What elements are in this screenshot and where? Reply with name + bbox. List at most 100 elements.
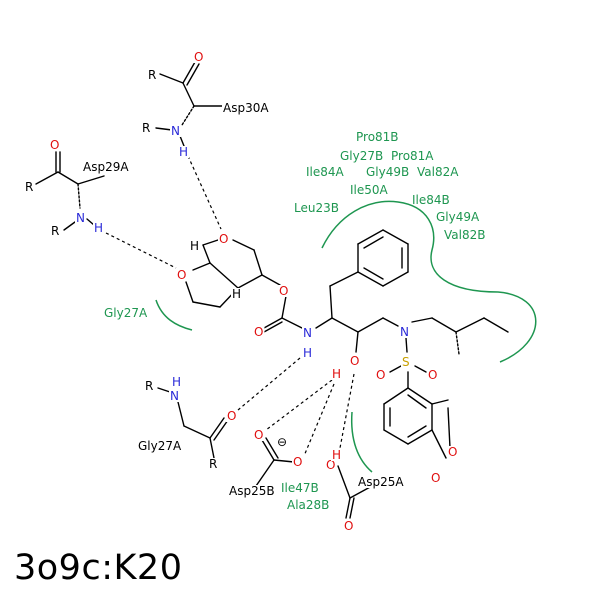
hbond-asp29a-o <box>105 232 177 269</box>
hydrophobic-arc-asp25a <box>350 411 373 473</box>
nitrogen-atom-label: N <box>400 325 409 339</box>
hydrogen-atom-label: H <box>303 346 312 360</box>
hydrophobic-arcs <box>155 200 537 473</box>
oxygen-atom-label: O <box>326 458 335 472</box>
sulfur-atom-label: S <box>402 355 410 369</box>
label-knockout <box>357 476 406 488</box>
label-knockout <box>343 520 355 532</box>
oxygen-atom-label: O <box>219 232 228 246</box>
residue-label-ile84a: Ile84A <box>306 165 345 179</box>
label-knockout <box>189 240 201 252</box>
label-knockout <box>144 380 155 392</box>
label-knockout <box>75 212 86 224</box>
residue-label-leu23b: Leu23B <box>294 201 339 215</box>
hbond-oh-asp25a <box>339 373 355 449</box>
oxygen-atom-label: O <box>254 428 263 442</box>
oxygen-atom-label: O <box>431 471 440 485</box>
structure-id-caption: 3o9c:K20 <box>14 548 183 588</box>
oxygen-atom-label: O <box>428 368 437 382</box>
residue-label-ala28b: Ala28B <box>287 498 329 512</box>
label-knockout <box>49 139 61 151</box>
label-knockout <box>399 326 410 338</box>
label-knockout <box>147 69 158 81</box>
hydrogen-atom-label: H <box>94 221 103 235</box>
residue-label-ile47b: Ile47B <box>281 481 319 495</box>
label-knockout <box>228 485 276 497</box>
label-knockout <box>170 125 181 137</box>
label-knockout <box>430 472 442 484</box>
hbond-oh-asp25b-2 <box>303 383 335 457</box>
negative-charge-label: ⊖ <box>277 435 287 449</box>
hydrogen-atom-label: H <box>232 287 241 301</box>
hydrogen-atom-label: H <box>179 145 188 159</box>
label-knockout <box>208 458 219 470</box>
residue-label-gly49a: Gly49A <box>436 210 480 224</box>
label-knockout <box>302 347 314 359</box>
label-knockout <box>50 225 61 237</box>
residue-label-gly27a-contact: Gly27A <box>104 306 148 320</box>
label-knockout <box>169 390 180 402</box>
residue-label-asp30a: Asp30A <box>223 101 269 115</box>
oxygen-atom-label: O <box>376 368 385 382</box>
hbond-nh-gly27a <box>237 357 301 411</box>
r-group-label: R <box>209 457 217 471</box>
hydrogen-bonds <box>105 155 355 457</box>
label-knockout <box>137 440 184 452</box>
label-knockout <box>193 51 205 63</box>
label-knockout <box>253 326 265 338</box>
residue-label-gly27a: Gly27A <box>138 439 182 453</box>
label-knockout <box>447 446 459 458</box>
label-knockout <box>82 161 131 173</box>
label-knockout <box>331 449 343 461</box>
r-group-label: R <box>25 180 33 194</box>
label-knockout <box>427 369 439 381</box>
hydrophobic-arc-gly27a <box>155 299 193 331</box>
residue-label-asp25a: Asp25A <box>358 475 404 489</box>
r-group-label: R <box>148 68 156 82</box>
label-knockout <box>93 222 105 234</box>
residue-label-gly49b: Gly49B <box>366 165 409 179</box>
hydrophobic-arc-main <box>321 200 537 363</box>
residue-label-asp29a: Asp29A <box>83 160 129 174</box>
nitrogen-atom-label: N <box>303 326 312 340</box>
r-group-label: R <box>51 224 59 238</box>
label-knockout <box>401 356 411 368</box>
r-group-label: R <box>142 121 150 135</box>
oxygen-atom-label: O <box>254 325 263 339</box>
label-knockout <box>226 410 238 422</box>
residue-label-ile50a: Ile50A <box>350 183 389 197</box>
label-knockout <box>231 288 243 300</box>
oxygen-atom-label: O <box>448 445 457 459</box>
hbond-asp30a-o <box>187 155 222 230</box>
r-group-label: R <box>145 379 153 393</box>
label-knockout <box>141 122 152 134</box>
residue-label-asp25b: Asp25B <box>229 484 275 498</box>
oxygen-atom-label: O <box>279 284 288 298</box>
oxygen-atom-label: O <box>293 455 302 469</box>
hydrogen-atom-label: H <box>172 375 181 389</box>
label-knockout <box>331 368 343 380</box>
oxygen-atom-label: O <box>350 354 359 368</box>
label-knockout <box>176 269 188 281</box>
nitrogen-atom-label: N <box>171 124 180 138</box>
residue-label-gly27b: Gly27B <box>340 149 383 163</box>
label-knockout <box>349 355 361 367</box>
label-knockout <box>278 285 290 297</box>
label-knockout <box>178 146 190 158</box>
bonds <box>35 61 509 519</box>
label-knockout <box>222 102 271 114</box>
label-knockout <box>218 233 230 245</box>
label-knockout <box>276 436 289 448</box>
label-knockout <box>253 429 265 441</box>
label-knockout <box>171 376 183 388</box>
residue-label-pro81a: Pro81A <box>391 149 434 163</box>
hbond-oh-asp25b-1 <box>265 379 333 431</box>
label-knockout <box>292 456 304 468</box>
residue-label-val82a: Val82A <box>417 165 459 179</box>
oxygen-atom-label: O <box>194 50 203 64</box>
oxygen-atom-label: O <box>227 409 236 423</box>
nitrogen-atom-label: N <box>170 389 179 403</box>
residue-label-val82b: Val82B <box>444 228 485 242</box>
